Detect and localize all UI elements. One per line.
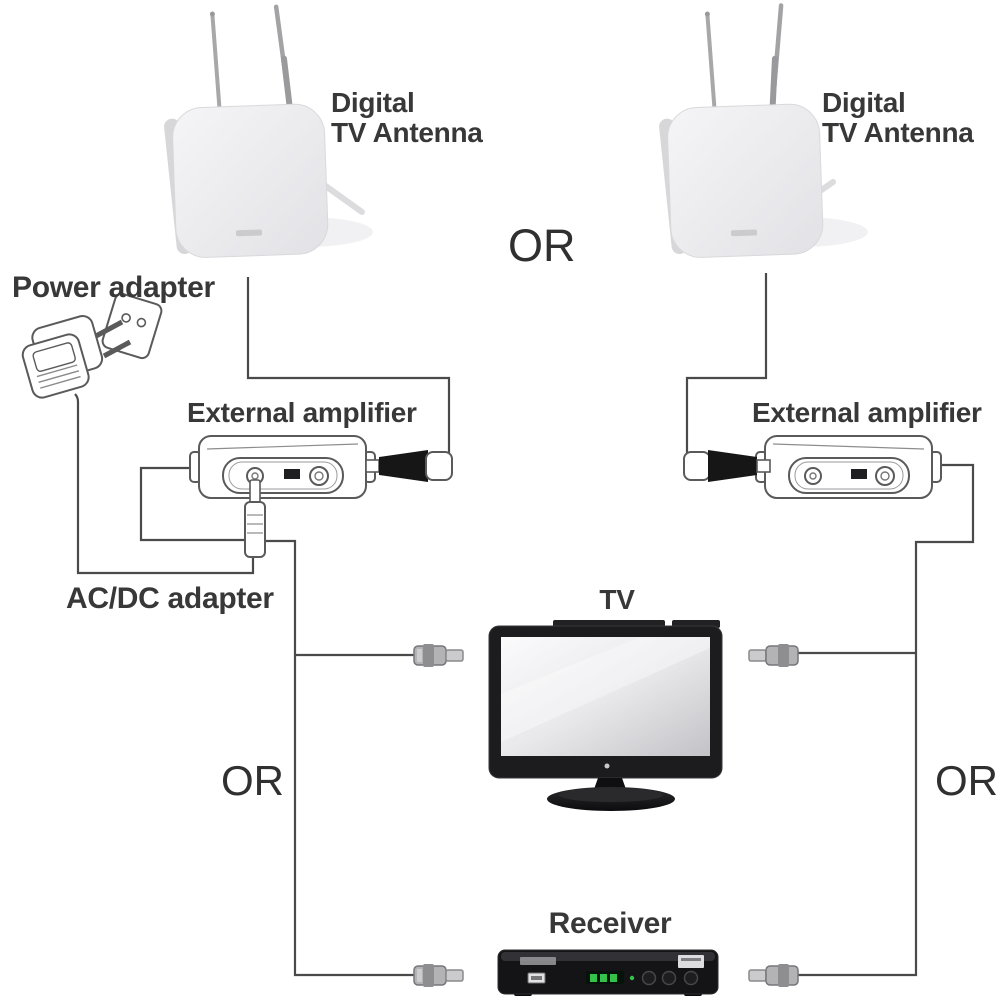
coax-nozzle: [748, 969, 767, 982]
receiver-button-1: [641, 970, 657, 986]
antenna-left-rod1-tip: [209, 11, 215, 17]
amplifier-left-top-line: [206, 443, 359, 450]
coax-band: [778, 644, 789, 667]
receiver-button-2: [661, 970, 677, 986]
antenna-left-body: [172, 103, 329, 258]
antenna-left-rod-1: [210, 12, 222, 115]
antenna-right-logo: [730, 229, 758, 237]
amplifier-right-graphic: [755, 435, 942, 499]
tv-graphic: [488, 620, 723, 811]
receiver-digit-3: [610, 974, 617, 982]
coax-plug-tv-right: [748, 644, 799, 667]
amplifier-left-label: External amplifier: [187, 397, 417, 428]
amplifier-left-switch: [284, 469, 300, 479]
coax-plug-tv-left: [413, 644, 464, 667]
power-plug: [21, 314, 132, 399]
amplifier-right-switch: [851, 469, 867, 479]
antenna-left-label: Digital TV Antenna: [331, 87, 483, 148]
dc-plug-right-cone: [708, 450, 757, 482]
receiver-button-3: [683, 970, 699, 986]
coax-nozzle: [748, 649, 767, 662]
tv-logo-dot: [604, 763, 610, 769]
antenna-left-graphic: [164, 4, 373, 258]
tv-screen-sheen: [501, 637, 710, 742]
dc-plug-right-collar: [683, 451, 711, 481]
dc-plug-left-cone: [379, 450, 428, 482]
acdc-jack-body: [244, 501, 266, 558]
receiver-corner-label: [678, 955, 704, 968]
tv-stand-base-top: [559, 788, 663, 802]
dc-plug-right-tip: [756, 459, 771, 473]
tv-screen: [501, 637, 710, 756]
cable-power-adapter-cord: [74, 393, 255, 575]
amplifier-right-port-2-pin: [880, 471, 890, 481]
amplifier-right-label: External amplifier: [752, 397, 982, 428]
or-label-right: OR: [935, 757, 998, 804]
or-label-left: OR: [221, 757, 284, 804]
dc-plug-right-graphic: [683, 450, 771, 482]
coax-shine: [417, 969, 422, 982]
coax-plug-receiver-left: [413, 964, 464, 987]
receiver-corner-label-line: [681, 958, 701, 961]
tv-label: TV: [599, 584, 635, 615]
receiver-digit-2: [600, 974, 607, 982]
cable-antenna-right-to-amplifier: [685, 273, 768, 467]
antenna-right-body: [667, 103, 824, 258]
connection-lines: [74, 273, 975, 977]
antenna-left-logo: [235, 229, 263, 237]
coax-band: [778, 964, 789, 987]
power-socket-plate: [101, 292, 163, 360]
amplifier-right-port-1-pin: [809, 472, 817, 480]
coax-plug-receiver-right: [748, 964, 799, 987]
receiver-label: Receiver: [548, 907, 672, 940]
coax-nozzle: [445, 649, 464, 662]
antenna-right-rod2-base: [769, 55, 778, 110]
amplifier-left-port-2-pin: [314, 471, 324, 481]
antenna-right-graphic: [659, 3, 868, 258]
amplifier-left-port-1-pin: [251, 472, 259, 480]
antenna-left-rod2-base: [280, 55, 293, 110]
or-label-top: OR: [508, 220, 576, 271]
dc-plug-left-tip: [365, 459, 380, 473]
power-adapter-label: Power adapter: [12, 271, 215, 304]
antenna-left-stand-leg: [317, 179, 365, 215]
amplifier-left-graphic: [189, 435, 376, 499]
receiver-usb-slot: [531, 976, 542, 980]
cable-right-bus: [798, 463, 975, 977]
amplifier-right-top-line: [772, 443, 925, 450]
dc-plug-left-graphic: [365, 450, 453, 482]
receiver-led: [629, 975, 635, 981]
acdc-adapter-label: AC/DC adapter: [66, 582, 274, 615]
antenna-right-label: Digital TV Antenna: [822, 87, 974, 148]
coax-band: [423, 964, 434, 987]
receiver-digit-1: [590, 974, 597, 982]
antenna-right-rod-1: [705, 12, 717, 115]
amplifier-right-panel-inner: [794, 461, 904, 490]
acdc-adapter-graphic: [244, 479, 266, 558]
dc-plug-left-collar: [425, 451, 453, 481]
coax-shine: [417, 649, 422, 662]
cable-amplifier-left-loop: [139, 466, 248, 542]
cable-left-bus: [263, 539, 416, 977]
power-adapter-graphic: [21, 292, 163, 399]
coax-band: [423, 644, 434, 667]
coax-nozzle: [445, 969, 464, 982]
antenna-right-rod1-tip: [704, 11, 710, 17]
receiver-graphic: [497, 949, 719, 996]
receiver-brand-mark: [520, 957, 556, 965]
